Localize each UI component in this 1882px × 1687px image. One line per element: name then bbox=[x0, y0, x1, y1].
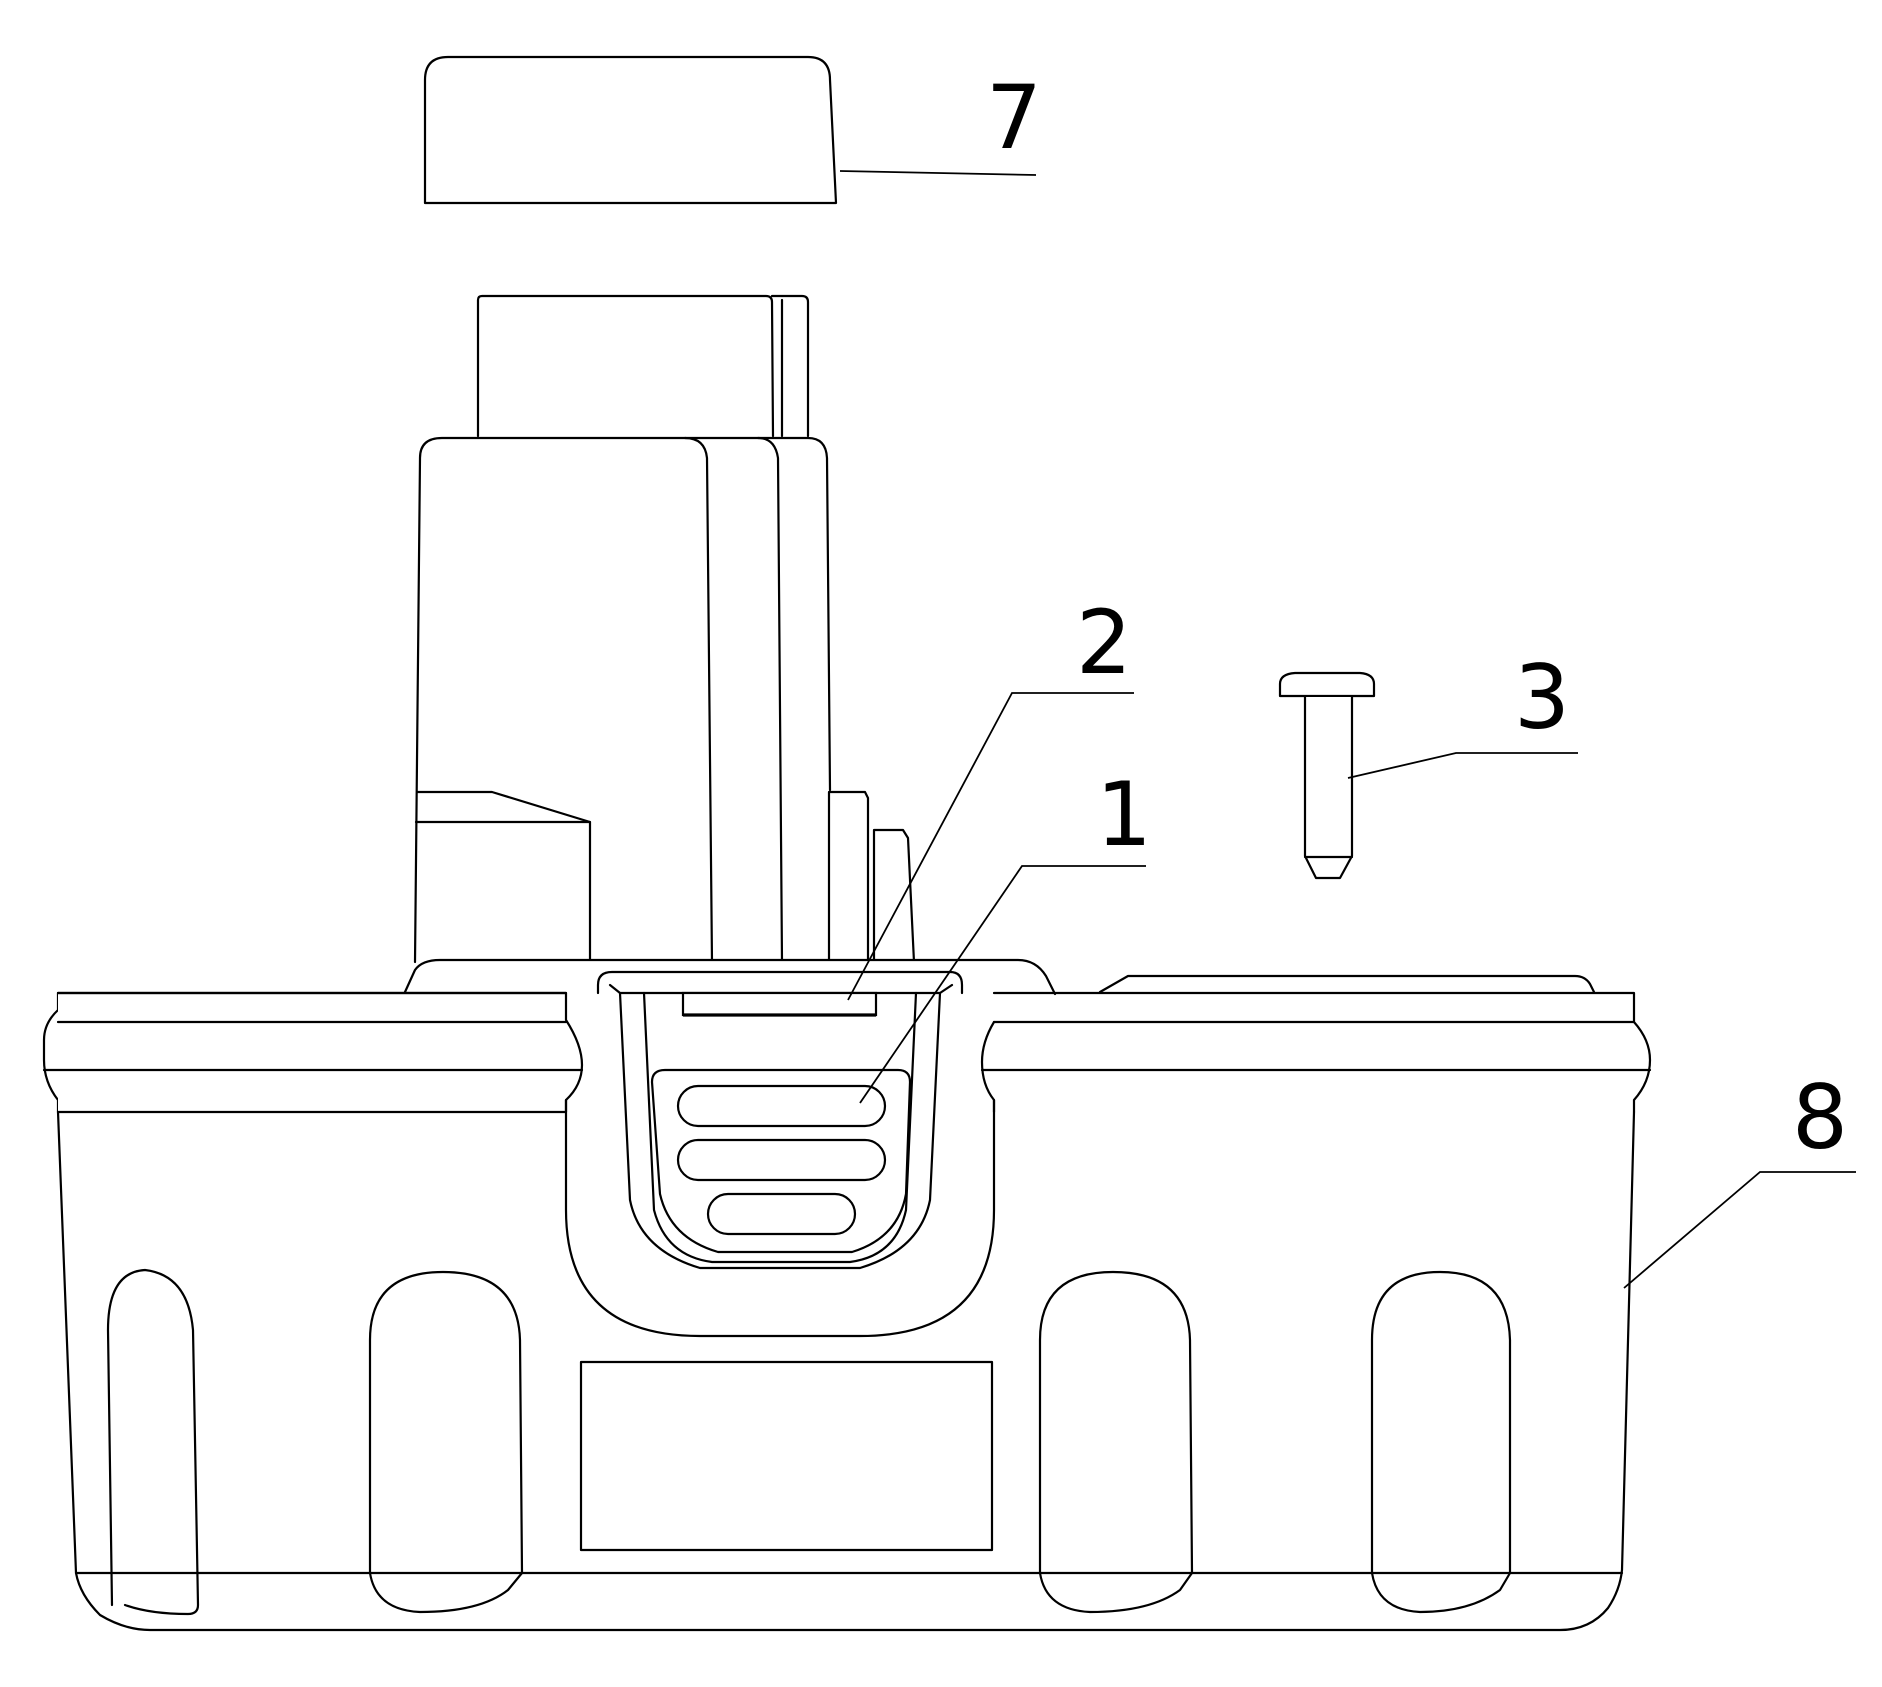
callout-7: 7 bbox=[986, 66, 1042, 169]
callout-2: 2 bbox=[1076, 591, 1132, 694]
callout-1: 1 bbox=[1096, 763, 1152, 866]
leader-8 bbox=[1623, 1171, 1856, 1289]
pin-part-3 bbox=[1278, 671, 1376, 880]
leader-7 bbox=[839, 170, 1037, 176]
leader-1 bbox=[859, 865, 1146, 1104]
battery-tower bbox=[413, 294, 916, 964]
leader-3 bbox=[1347, 752, 1578, 779]
cap-part-7 bbox=[423, 55, 838, 205]
leader-lines bbox=[839, 170, 1856, 1289]
leader-2 bbox=[847, 692, 1134, 1001]
base-housing-part-8 bbox=[42, 958, 1652, 1632]
callout-8: 8 bbox=[1792, 1066, 1848, 1169]
callout-3: 3 bbox=[1514, 646, 1570, 749]
